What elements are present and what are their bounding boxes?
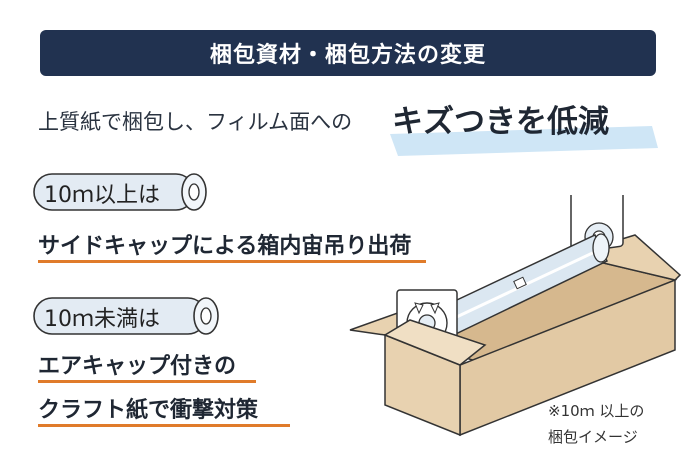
roll-badge-icon (33, 173, 207, 211)
section2-underline-2 (38, 424, 290, 427)
roll-badge-icon (33, 297, 219, 335)
section1-underline (38, 260, 426, 263)
highlight-stripe (390, 126, 658, 156)
section2-line2: クラフト紙で衝撃対策 (38, 398, 259, 423)
title-banner: 梱包資材・梱包方法の変更 (40, 30, 656, 76)
badge-text-1: 10ｍ以上は (44, 183, 160, 208)
roll-badge-2: 10ｍ未満は (32, 296, 222, 335)
box-illustration (349, 195, 682, 437)
headline-lead: 上質紙で梱包し、フィルム面への (38, 110, 353, 134)
caption-note: ※10ｍ 以上の 梱包イメージ (548, 398, 688, 450)
section2-underline-1 (38, 380, 256, 383)
roll-badge-1: 10ｍ以上は (32, 172, 212, 211)
banner-title: 梱包資材・梱包方法の変更 (209, 43, 486, 68)
note-line-2: 梱包イメージ (548, 428, 638, 446)
headline-emphasis: キズつきを低減 (392, 104, 609, 140)
badge-text-2: 10ｍ未満は (44, 307, 160, 332)
section2-line1: エアキャップ付きの (38, 354, 237, 379)
section1-line1: サイドキャップによる箱内宙吊り出荷 (38, 234, 412, 259)
film-roll (424, 233, 610, 345)
note-line-1: ※10ｍ 以上の (548, 402, 645, 420)
